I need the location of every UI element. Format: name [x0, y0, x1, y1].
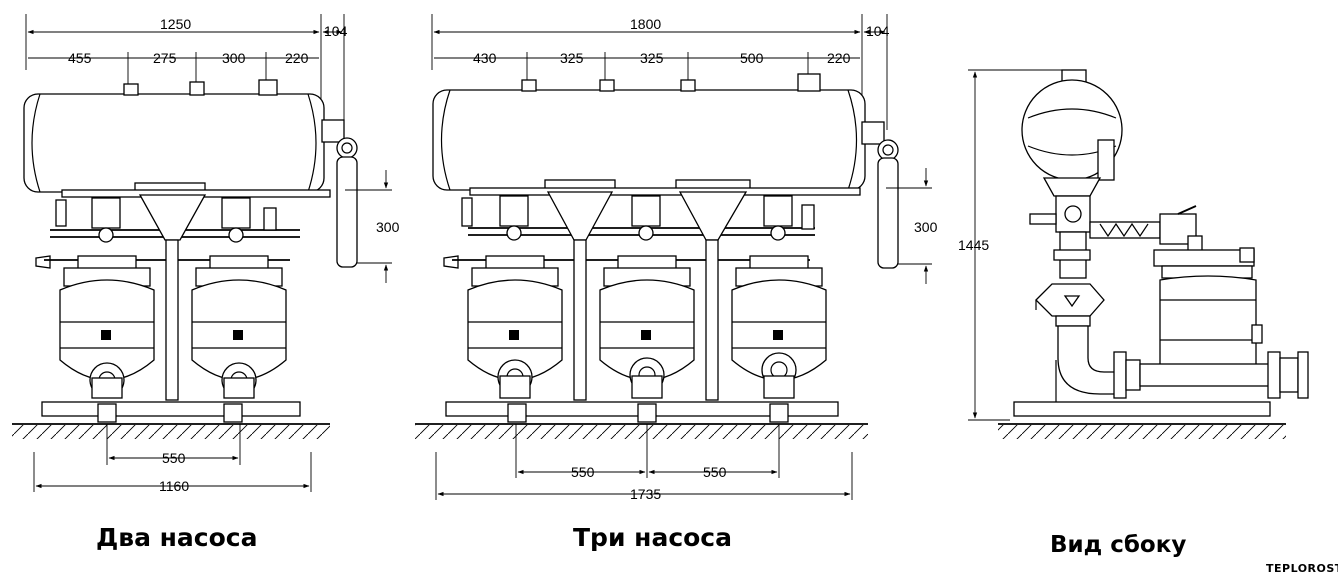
dim-bottom-group-1: 550 1160	[33, 424, 312, 494]
pump-vessel-2c	[731, 255, 827, 399]
dim-1160: 1160	[159, 478, 189, 494]
caption-two-pumps: Два насоса	[96, 523, 258, 552]
dim-455: 455	[68, 50, 92, 66]
dim-550-2b: 550	[703, 464, 727, 480]
caption-three-pumps: Три насоса	[573, 523, 732, 552]
dim-275: 275	[153, 50, 177, 66]
manifold-tank-2	[432, 73, 899, 269]
view-two-pumps: 1250 104 455 275 300 220	[12, 14, 400, 552]
frame-1	[138, 194, 207, 401]
watermark: TEPLOROST	[1266, 562, 1338, 575]
ground-hatch-3	[998, 425, 1286, 439]
dim-104-b: 104	[866, 23, 890, 39]
side-valves	[1029, 195, 1203, 279]
valve-assembly-2	[443, 179, 861, 269]
dim-220-b: 220	[827, 50, 851, 66]
dim-height-group-3: 1445	[958, 69, 1080, 421]
pump-vessel-2a	[467, 255, 563, 399]
side-tank	[1021, 69, 1123, 197]
frame-2	[546, 191, 748, 401]
dim-550-1: 550	[162, 450, 186, 466]
pump-vessel-1b	[191, 255, 287, 399]
dim-550-2a: 550	[571, 464, 595, 480]
view-three-pumps: 1800 104 430 325 325 500 220	[415, 14, 938, 552]
view-side: 1445	[958, 69, 1309, 558]
dim-104-a: 104	[324, 23, 348, 39]
base-frame-2	[415, 401, 868, 439]
dim-325-a: 325	[560, 50, 584, 66]
dim-top-group-2: 1800 104 430 325 325 500 220	[431, 14, 890, 130]
dim-300-height-1: 300	[376, 219, 400, 235]
dim-500: 500	[740, 50, 764, 66]
dim-300-a: 300	[222, 50, 246, 66]
side-pump-vessel	[1153, 247, 1263, 382]
ground-hatch-2	[415, 425, 868, 439]
dim-height-group-2: 300	[886, 168, 938, 284]
dim-bottom-group-2: 550 550 1735	[435, 424, 853, 502]
pump-vessel-1a	[59, 255, 155, 399]
pump-vessel-2b	[599, 255, 695, 399]
base-frame-1	[12, 401, 330, 439]
side-base	[998, 360, 1286, 439]
dim-height-group-1: 300	[345, 170, 400, 283]
dim-1445: 1445	[958, 237, 989, 253]
dim-300-height-2: 300	[914, 219, 938, 235]
ground-hatch-1	[12, 425, 330, 439]
dim-430: 430	[473, 50, 497, 66]
dim-top-group-1: 1250 104 455 275 300 220	[25, 14, 348, 130]
dim-1800: 1800	[630, 16, 661, 32]
manifold-tank-1	[23, 79, 358, 268]
dim-220-a: 220	[285, 50, 309, 66]
dim-1250: 1250	[160, 16, 191, 32]
dim-325-b: 325	[640, 50, 664, 66]
dim-1735: 1735	[630, 486, 661, 502]
caption-side-view: Вид сбоку	[1050, 532, 1186, 558]
side-piping	[1035, 283, 1309, 399]
